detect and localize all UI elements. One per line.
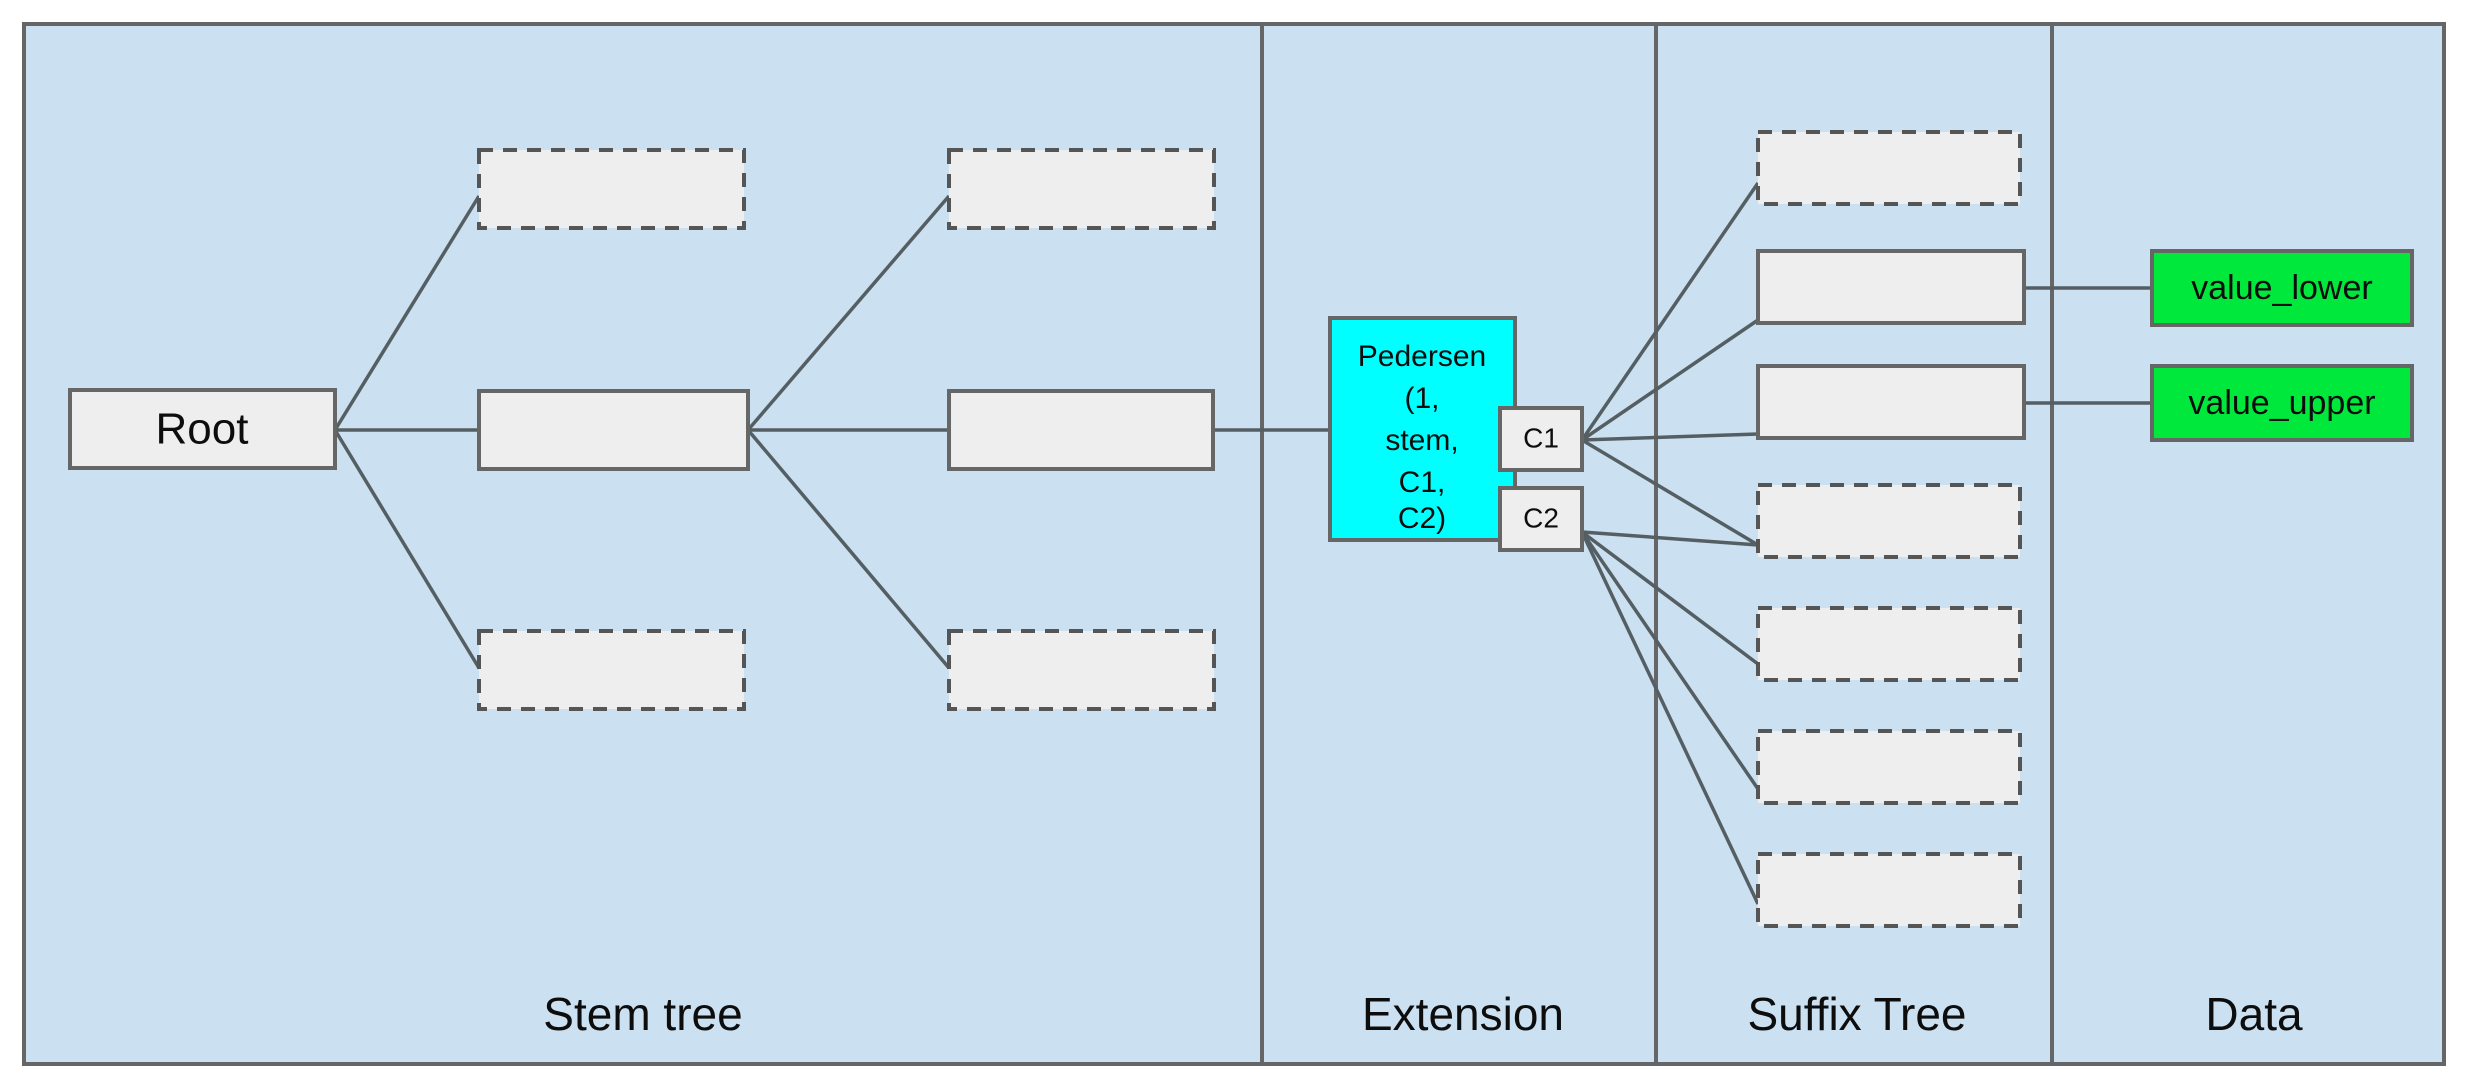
node-suffix-6[interactable] (1756, 852, 2022, 928)
node-stem-level1-1[interactable] (477, 389, 750, 471)
c2-edges (1580, 530, 1760, 905)
pedersen-label-line-4: C2) (1398, 502, 1446, 535)
edge-root-to-level1-2 (333, 429, 481, 669)
data-nodes: value_lower value_upper (2150, 249, 2414, 442)
node-c1[interactable] (1498, 406, 1584, 472)
node-pedersen-commitment[interactable] (1328, 316, 1517, 542)
node-c1-label: C1 (1523, 422, 1559, 453)
node-suffix-5[interactable] (1756, 729, 2022, 805)
panel-label-stem-tree: Stem tree (543, 988, 742, 1040)
c1-edges (1580, 182, 1760, 547)
edge-c1-to-suffix-3 (1581, 438, 1759, 547)
pedersen-label-line-1: (1, (1404, 382, 1439, 415)
extension-nodes: Pedersen (1, stem, C1, C2) C1 C2 (1328, 316, 1584, 552)
node-suffix-0[interactable] (1756, 130, 2022, 206)
node-suffix-4[interactable] (1756, 606, 2022, 682)
node-stem-level2-0[interactable] (947, 148, 1216, 230)
panel-label-data: Data (2205, 988, 2303, 1040)
node-suffix-1[interactable] (1756, 249, 2026, 325)
node-root-label: Root (156, 405, 249, 454)
node-suffix-3[interactable] (1756, 483, 2022, 559)
panel-captions: Stem tree Extension Suffix Tree Data (543, 988, 2303, 1040)
suffix-tree-nodes (1756, 130, 2026, 928)
pedersen-label-line-0: Pedersen (1358, 340, 1486, 373)
node-c2[interactable] (1498, 486, 1584, 552)
edge-c1-to-suffix-1 (1581, 318, 1759, 442)
node-stem-level2-2[interactable] (947, 629, 1216, 711)
edge-c2-to-suffix-6 (1580, 531, 1760, 905)
edge-c1-to-suffix-2 (1581, 432, 1759, 442)
pedersen-label-line-3: C1, (1399, 466, 1446, 499)
node-value-upper[interactable] (2150, 364, 2414, 442)
panel-label-suffix-tree: Suffix Tree (1747, 988, 1966, 1040)
edge-c2-to-suffix-3 (1581, 530, 1759, 547)
panel-label-extension: Extension (1362, 988, 1564, 1040)
node-stem-level1-0[interactable] (477, 148, 746, 230)
node-value-upper-label: value_upper (2188, 384, 2375, 422)
edge-root-to-level1-0 (333, 195, 481, 431)
node-root[interactable] (68, 388, 337, 470)
stem-tree-nodes: Root (68, 148, 1216, 711)
node-value-lower[interactable] (2150, 249, 2414, 327)
edge-level1-to-level2-2 (746, 428, 951, 670)
pedersen-label-line-2: stem, (1385, 424, 1458, 457)
panel-group (22, 22, 2446, 1066)
data-edges (2020, 286, 2152, 405)
node-stem-level2-1[interactable] (947, 389, 1215, 471)
edge-c1-to-suffix-0 (1580, 182, 1760, 441)
node-stem-level1-2[interactable] (477, 629, 746, 711)
edge-level1-to-level2-0 (746, 194, 951, 432)
edge-c2-to-suffix-4 (1580, 530, 1760, 666)
stem-tree-edges (333, 194, 1330, 670)
node-suffix-2[interactable] (1756, 364, 2026, 440)
node-c2-label: C2 (1523, 502, 1559, 533)
diagram-frame (22, 22, 2446, 1066)
edge-c2-to-suffix-5 (1580, 531, 1760, 790)
node-value-lower-label: value_lower (2191, 269, 2372, 307)
